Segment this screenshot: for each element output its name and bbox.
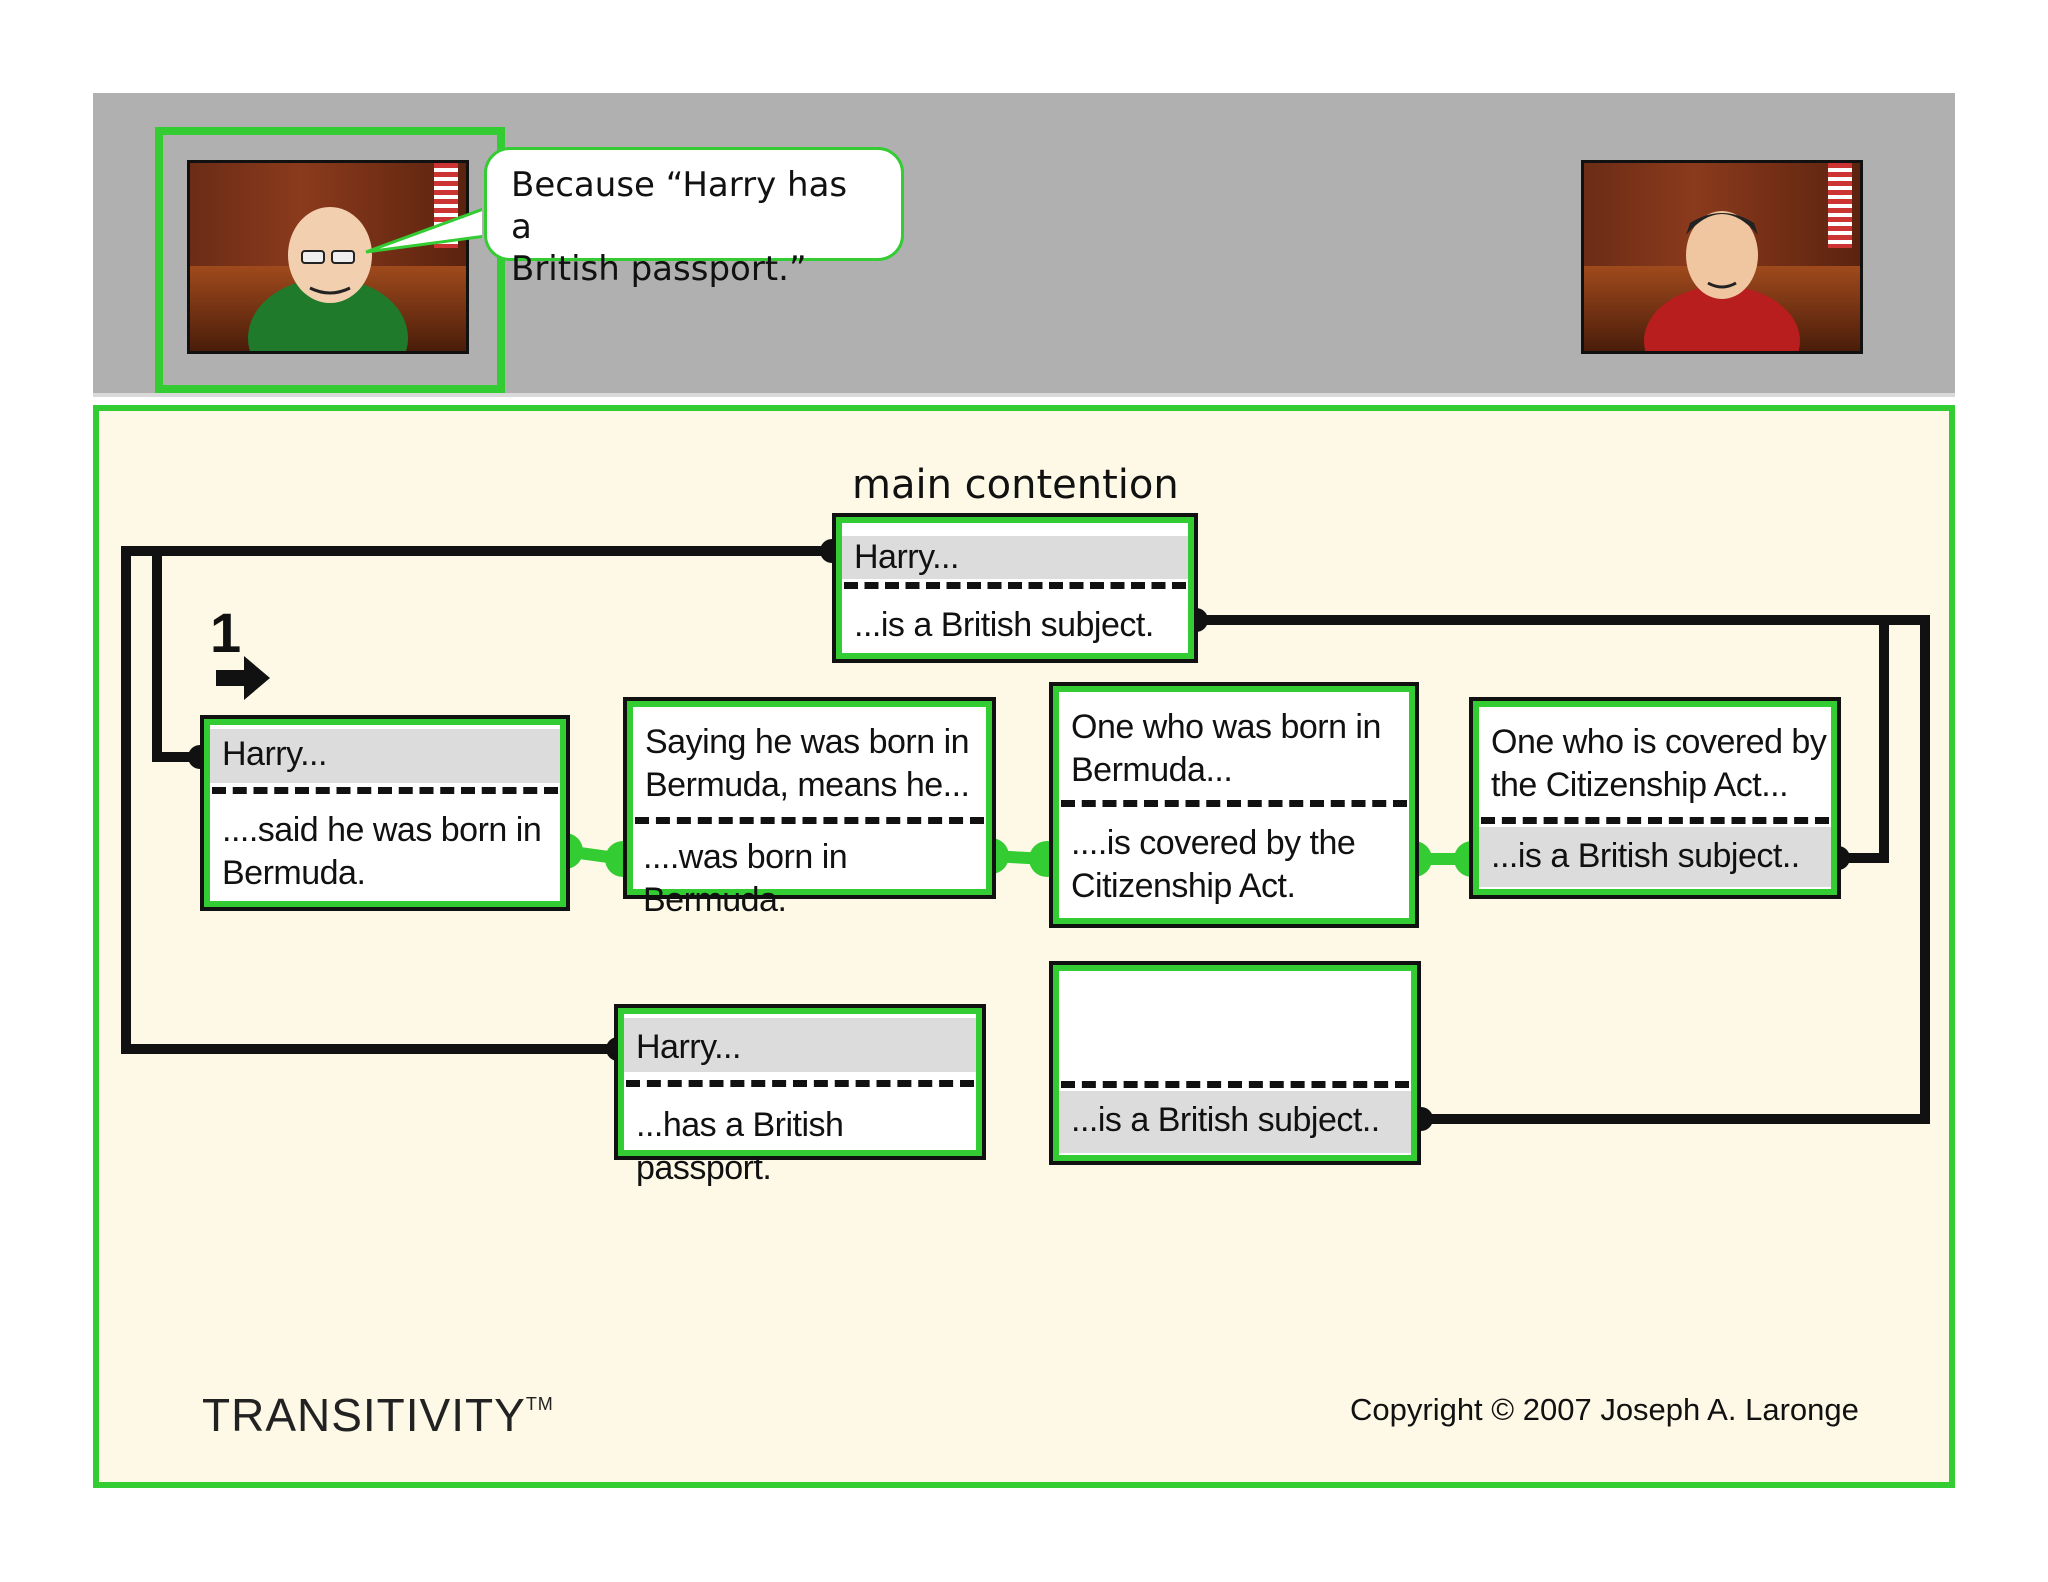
speech-bubble: Because “Harry has a British passport.”	[484, 147, 904, 289]
saying-line-2: ....was born in Bermuda.	[643, 838, 848, 919]
reason-box-passport[interactable]: Harry... ...has a British passport.	[614, 1004, 986, 1187]
born-bottom-line-2: Citizenship Act.	[1071, 867, 1296, 905]
right-arrow-icon	[216, 656, 270, 700]
reason-born-line-1: ....said he was born in	[222, 811, 542, 849]
active-speaker-frame[interactable]	[155, 127, 505, 393]
reason-born-subject: Harry...	[210, 729, 560, 783]
reason-passport-subject: Harry...	[624, 1018, 976, 1072]
speaker-portrait-green	[187, 160, 469, 354]
reason-born-line-2: Bermuda.	[222, 854, 366, 892]
reason-box-born[interactable]: Harry... ....said he was born in Bermuda…	[200, 715, 570, 911]
trademark-mark: TM	[525, 1394, 554, 1414]
saying-line-2b: Bermuda, means he...	[645, 766, 970, 804]
inference-box-born[interactable]: One who was born in Bermuda... ....is co…	[1049, 682, 1419, 928]
speech-tail-icon	[365, 207, 482, 254]
born-bottom-line-1: ....is covered by the	[1071, 824, 1356, 862]
covered-top-line-2: the Citizenship Act...	[1491, 766, 1789, 804]
speech-line-2: British passport.”	[511, 249, 807, 289]
step-number: 1	[210, 601, 242, 664]
speech-line-1: Because “Harry has a	[511, 165, 848, 247]
main-contention-heading: main contention	[852, 462, 1179, 508]
opponent-portrait-red[interactable]	[1581, 160, 1863, 354]
warrant-bottom: ...is a British subject..	[1059, 1091, 1411, 1153]
main-contention-box[interactable]: Harry... ...is a British subject.	[832, 513, 1198, 663]
born-top-line-1: One who was born in	[1071, 708, 1381, 746]
copyright-notice: Copyright © 2007 Joseph A. Laronge	[1350, 1392, 1859, 1427]
reason-passport-predicate: ...has a British passport.	[636, 1106, 844, 1187]
covered-top-line-1: One who is covered by	[1491, 723, 1827, 761]
warrant-box-empty[interactable]: ...is a British subject..	[1049, 961, 1421, 1165]
born-top-line-2: Bermuda...	[1071, 751, 1233, 789]
brand-text: TRANSITIVITY	[202, 1389, 526, 1441]
saying-line-1: Saying he was born in	[645, 723, 970, 761]
header-divider	[93, 393, 1955, 397]
brand-logo: TRANSITIVITYTM	[202, 1388, 554, 1442]
contention-predicate: ...is a British subject.	[854, 606, 1154, 644]
covered-bottom: ...is a British subject..	[1479, 827, 1831, 887]
contention-subject: Harry...	[842, 536, 1188, 579]
inference-box-saying[interactable]: Saying he was born in ....was born in Be…	[623, 697, 996, 919]
inference-box-covered[interactable]: One who is covered by the Citizenship Ac…	[1469, 697, 1841, 899]
